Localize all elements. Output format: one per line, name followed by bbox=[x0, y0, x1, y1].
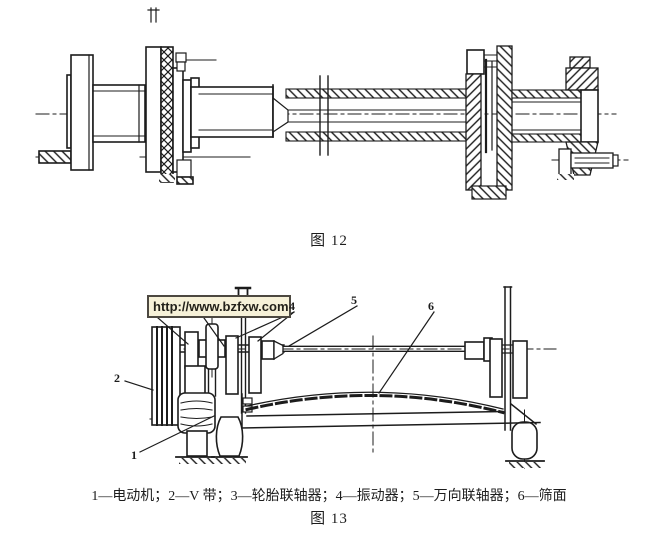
figure13-part-label-4: 4 bbox=[289, 299, 295, 313]
figure13-part-label-5: 5 bbox=[351, 293, 357, 307]
figure12-drawing bbox=[35, 7, 629, 200]
figure12-caption: 图 12 bbox=[310, 233, 348, 249]
figure13-drawing bbox=[124, 286, 557, 469]
figure13-legend: 1—电动机；2—V 带；3—轮胎联轴器；4—振动器；5—万向联轴器；6—筛面 bbox=[91, 489, 567, 504]
figure13-part-label-2: 2 bbox=[114, 371, 120, 385]
figure13-part-label-6: 6 bbox=[428, 299, 434, 313]
figure13-part-label-1: 1 bbox=[131, 448, 137, 462]
figure13-caption: 图 13 bbox=[310, 511, 348, 527]
watermark-url: http://www.bzfxw.com bbox=[147, 295, 291, 318]
